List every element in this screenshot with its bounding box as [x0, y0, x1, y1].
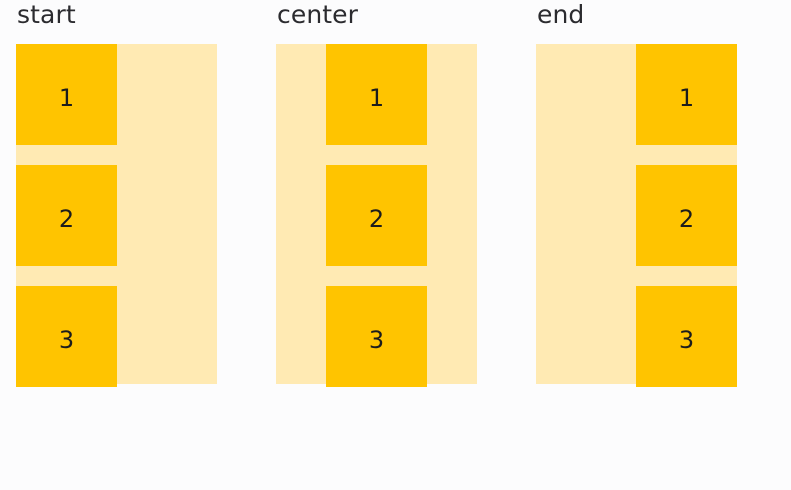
flex-item: 1	[636, 44, 737, 145]
flex-item: 2	[326, 165, 427, 266]
demo-group-center: center 1 2 3	[276, 0, 477, 387]
group-label-start: start	[17, 0, 76, 29]
demo-group-start: start 1 2 3	[16, 0, 217, 387]
flex-item: 3	[326, 286, 427, 387]
flex-item: 2	[636, 165, 737, 266]
demo-group-end: end 1 2 3	[536, 0, 737, 387]
group-label-center: center	[277, 0, 359, 29]
flex-container-end: 1 2 3	[536, 44, 737, 387]
flex-container-center: 1 2 3	[276, 44, 477, 387]
group-label-end: end	[537, 0, 585, 29]
flex-item: 1	[326, 44, 427, 145]
flex-item: 3	[636, 286, 737, 387]
flex-item: 1	[16, 44, 117, 145]
flex-item: 2	[16, 165, 117, 266]
flex-container-start: 1 2 3	[16, 44, 217, 387]
flex-item: 3	[16, 286, 117, 387]
